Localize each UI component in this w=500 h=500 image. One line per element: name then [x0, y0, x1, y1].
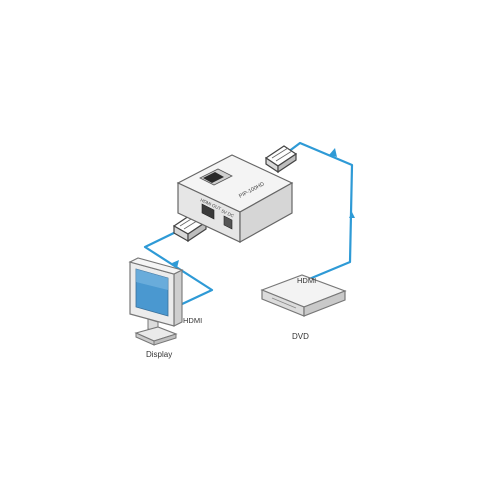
arrow-icon	[349, 212, 355, 218]
device-side-face	[239, 181, 293, 244]
dvd-hdmi-label: HDMI	[297, 276, 316, 285]
arrow-icon	[329, 148, 337, 157]
monitor-side	[173, 269, 183, 327]
hdmi-connector-icon	[264, 145, 298, 174]
display-monitor: HDMI Display	[128, 257, 202, 359]
cable-dvd-path	[287, 141, 354, 284]
dvd-label: DVD	[292, 332, 309, 341]
dvd-tray-slot	[271, 297, 297, 309]
arrow-icon	[172, 260, 179, 268]
display-hdmi-label: HDMI	[183, 316, 202, 325]
cable-dvd-to-device	[287, 141, 355, 284]
display-label: Display	[146, 350, 172, 359]
pip-device: PIP-100HD HDMI OUT 5V DC	[176, 154, 294, 244]
monitor-top-edge	[128, 257, 184, 275]
dvd-player: HDMI DVD	[260, 274, 347, 341]
hdmi-out-port	[201, 203, 215, 220]
port-power-label: 5V DC	[221, 208, 236, 218]
device-button	[203, 172, 224, 183]
monitor-screen-highlight	[136, 269, 168, 290]
monitor-stand-base-side	[153, 333, 177, 346]
power-port	[223, 215, 233, 230]
dvd-side-face	[303, 290, 346, 317]
